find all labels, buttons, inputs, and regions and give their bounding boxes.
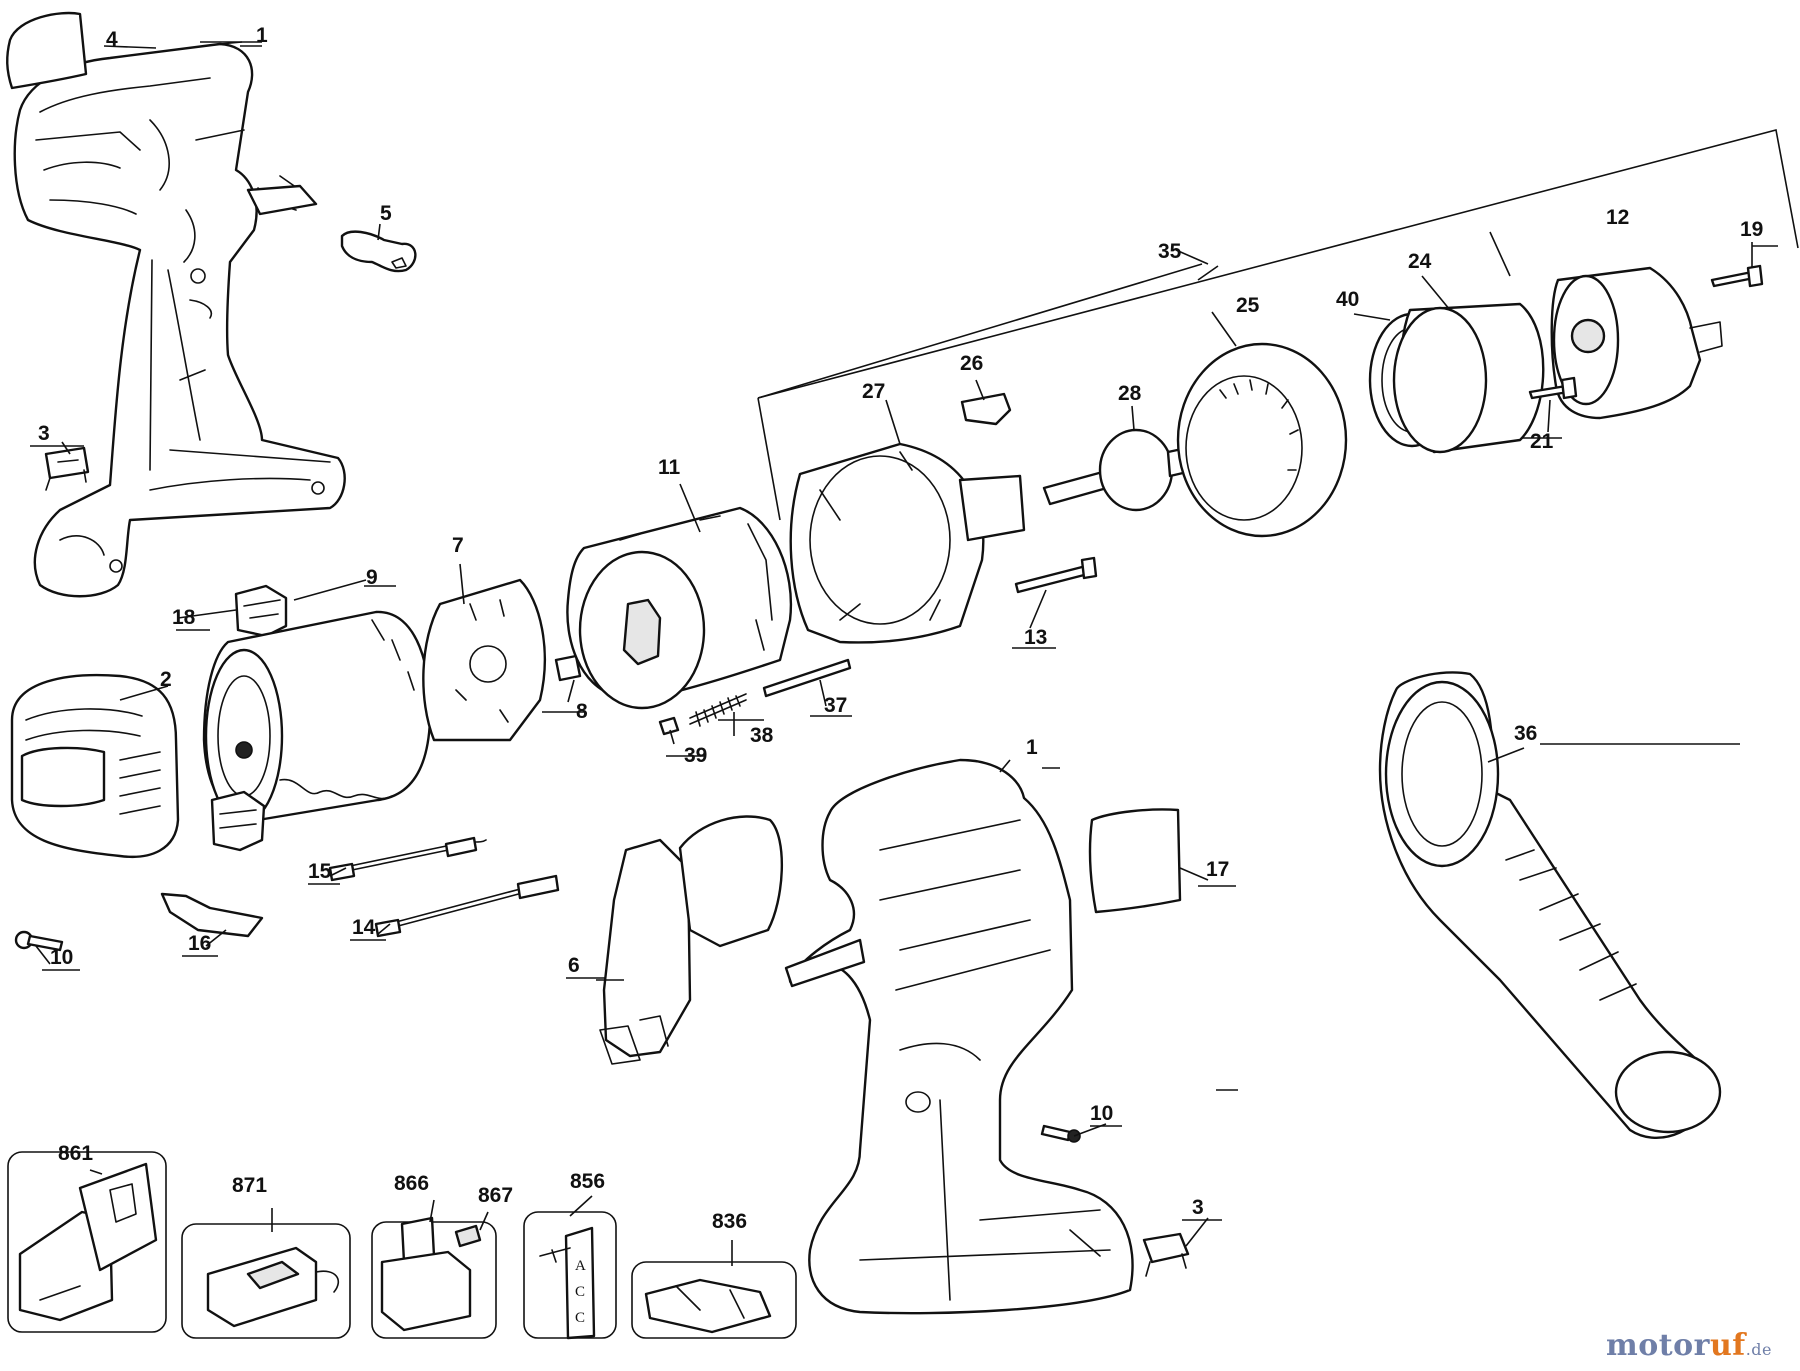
- callout-8: 8: [576, 700, 588, 723]
- part-10-screw-left: [14, 930, 64, 952]
- part-19-screw: [1710, 264, 1764, 288]
- acc-letter-3: C: [575, 1310, 585, 1326]
- part-36-side-handle: [1378, 671, 1722, 1140]
- callout-19: 19: [1740, 218, 1763, 241]
- callout-14: 14: [352, 916, 376, 939]
- callout-10-right: 10: [1090, 1102, 1113, 1125]
- part-6-switch: [599, 815, 783, 1065]
- watermark-logo: motoruf.de: [1606, 1328, 1772, 1363]
- callout-36: 36: [1514, 722, 1537, 745]
- part-18b-brush-holder-lower: [210, 790, 266, 852]
- part-10-screw-right: [1040, 1124, 1081, 1143]
- part-11-gear-housing: [566, 506, 793, 710]
- callout-10-left: 10: [50, 946, 73, 969]
- callout-37: 37: [824, 694, 847, 717]
- watermark-brand: motor: [1606, 1328, 1710, 1363]
- part-12-chuck: [1550, 266, 1723, 420]
- part-5-lever: [340, 230, 417, 273]
- callout-1-top: 1: [256, 24, 268, 47]
- callout-12: 12: [1606, 206, 1629, 229]
- callout-6: 6: [568, 954, 580, 977]
- callout-16: 16: [188, 932, 211, 955]
- part-27-gear-case: [789, 442, 1026, 644]
- watermark-accent: uf: [1709, 1328, 1746, 1363]
- part-21-screw: [1528, 376, 1578, 400]
- callout-1-bottom: 1: [1026, 736, 1038, 759]
- part-25-ring-gear: [1176, 342, 1348, 538]
- callout-871: 871: [232, 1174, 267, 1197]
- callout-15: 15: [308, 860, 332, 883]
- part-8-bushing: [554, 654, 582, 682]
- acc-letter-2: C: [575, 1284, 585, 1300]
- acc-letter-1: A: [575, 1258, 586, 1274]
- part-13-screw: [1014, 556, 1098, 594]
- callout-28: 28: [1118, 382, 1142, 405]
- callout-4: 4: [106, 28, 118, 51]
- parts-39-38-37: [658, 658, 852, 736]
- callout-836: 836: [712, 1210, 747, 1233]
- callout-3-left: 3: [38, 422, 50, 445]
- callout-24: 24: [1408, 250, 1432, 273]
- callout-5: 5: [380, 202, 392, 225]
- callout-2: 2: [160, 668, 172, 691]
- callout-18: 18: [172, 606, 196, 629]
- part-28-spindle: [1042, 428, 1198, 512]
- watermark-tld: .de: [1745, 1340, 1772, 1359]
- callout-38: 38: [750, 724, 774, 747]
- callout-866: 866: [394, 1172, 429, 1195]
- callout-21: 21: [1530, 430, 1554, 453]
- part-17-label: [1088, 808, 1182, 914]
- callout-27: 27: [862, 380, 885, 403]
- callout-13: 13: [1024, 626, 1047, 649]
- callout-856: 856: [570, 1170, 605, 1193]
- part-16-bracket: [160, 892, 264, 938]
- callout-3-right: 3: [1192, 1196, 1204, 1219]
- callout-40: 40: [1336, 288, 1359, 311]
- part-26-clip: [960, 392, 1012, 426]
- part-3-clip-right: [1142, 1232, 1190, 1277]
- callout-11: 11: [658, 456, 681, 479]
- part-7-plate: [422, 578, 546, 742]
- label-sticker-4: [6, 11, 88, 90]
- callout-867: 867: [478, 1184, 513, 1207]
- part-2-end-cap: [10, 673, 180, 858]
- callout-861: 861: [58, 1142, 93, 1165]
- callout-17: 17: [1206, 858, 1229, 881]
- housing-half-right: [784, 758, 1134, 1315]
- part-24-collar: [1392, 302, 1545, 454]
- callout-26: 26: [960, 352, 983, 375]
- callout-35: 35: [1158, 240, 1182, 263]
- part-9-motor: [202, 610, 432, 824]
- callout-39: 39: [684, 744, 707, 767]
- housing-half-left: [13, 42, 346, 598]
- part-3-clip-left: [44, 446, 90, 491]
- parts-15-14-wires: [328, 836, 560, 938]
- callout-9: 9: [366, 566, 378, 589]
- callout-25: 25: [1236, 294, 1260, 317]
- assembly-35-bracket: [757, 129, 1799, 521]
- callout-7: 7: [452, 534, 464, 557]
